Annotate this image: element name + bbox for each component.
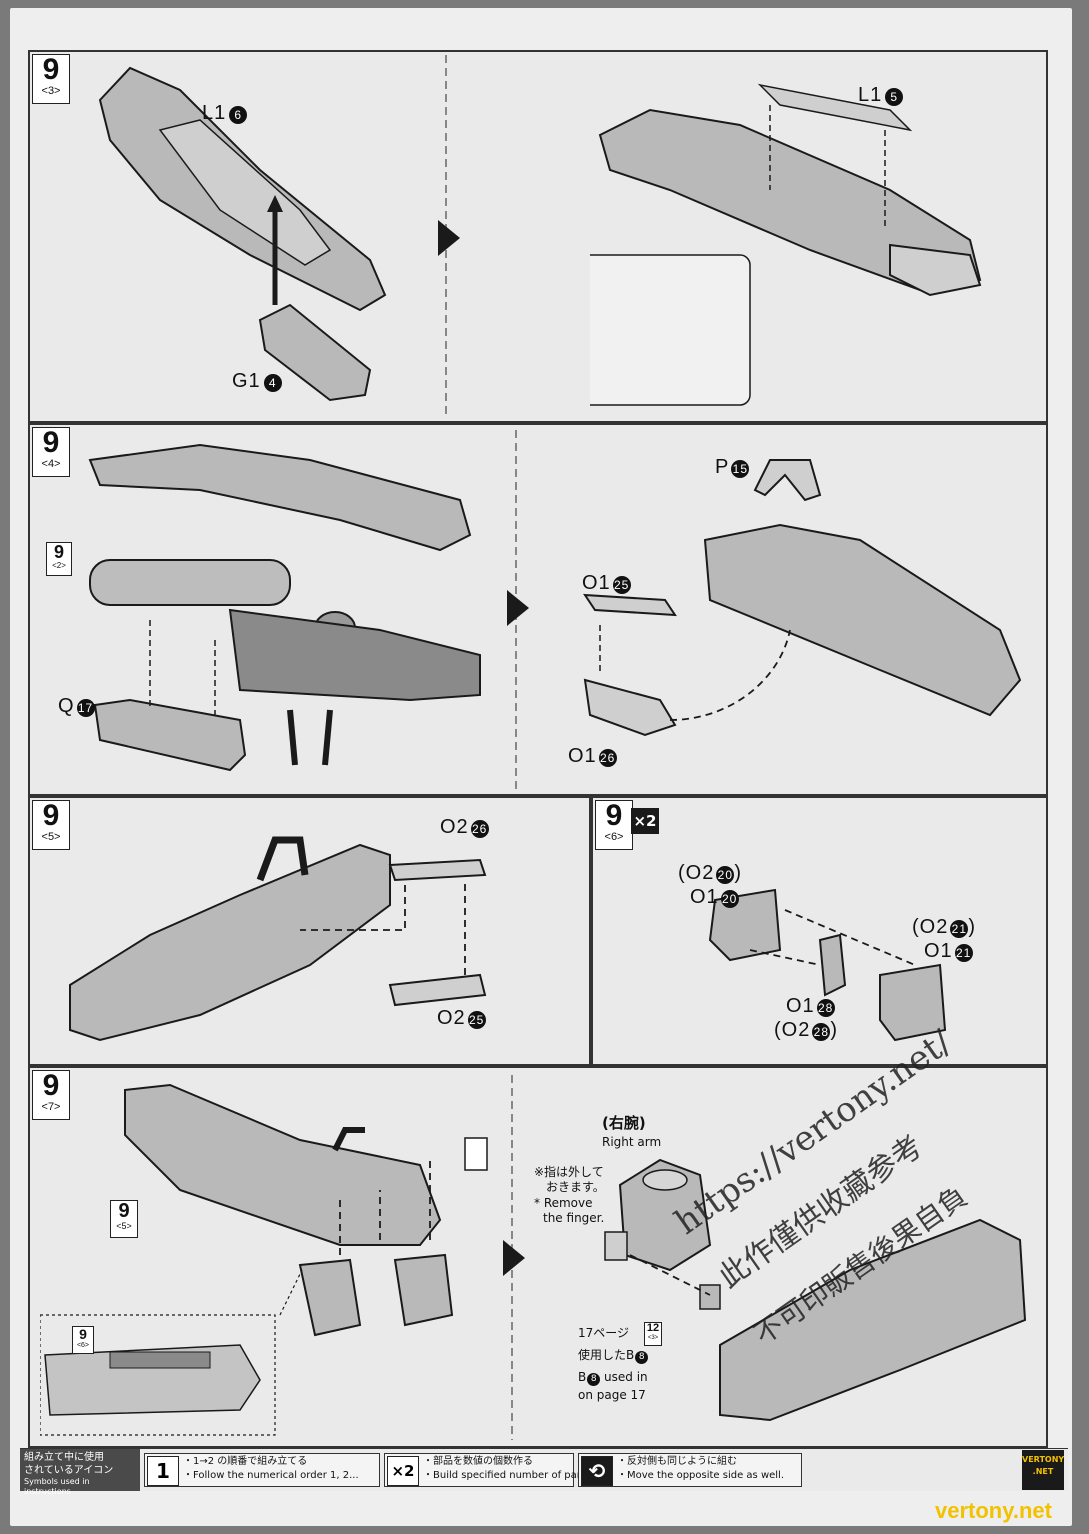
step-sub-number: <3> <box>41 85 61 97</box>
ref-badge-9-5: 9 <5> <box>110 1200 138 1238</box>
step-sub-number: <7> <box>41 1101 61 1113</box>
arm-and-cannon-drawing <box>604 1158 1027 1422</box>
step-number: 9 <box>42 53 60 86</box>
legend-item-opposite: ⟲ ・反対側も同じように組む ・Move the opposite side a… <box>578 1453 802 1487</box>
circled-num: 25 <box>467 1011 486 1029</box>
legend-item-multiply: ×2 ・部品を数値の個数作る ・Build specified number o… <box>384 1453 593 1487</box>
multiplier-badge: ×2 <box>631 808 659 834</box>
ref12-sub: <3> <box>647 1335 659 1341</box>
step-sub-number: <5> <box>41 831 61 843</box>
inset-step-sub: <6> <box>76 1342 90 1349</box>
order-icon: 1 <box>147 1456 179 1486</box>
ref-step-sub: <2> <box>52 561 66 570</box>
step-badge-9-7: 9 <7> <box>32 1070 70 1120</box>
step-sub-number: <6> <box>604 831 624 843</box>
step-badge-9-5: 9 <5> <box>32 800 70 850</box>
barrel-assembly-drawing <box>590 83 982 406</box>
finger-note-en-2: the finger. <box>543 1211 605 1225</box>
used-b8-en-page: on page 17 <box>578 1388 646 1402</box>
legend-item-multiply-text: ・部品を数値の個数作る ・Build specified number of p… <box>423 1456 594 1481</box>
finger-note-jp-2: おきます。 <box>546 1180 605 1194</box>
mirror-side-icon: ⟲ <box>581 1456 613 1486</box>
legend-item-opposite-text: ・反対側も同じように組む ・Move the opposite side as … <box>617 1456 785 1481</box>
cannon-handle-drawing <box>583 459 1022 737</box>
inset-step-number: 9 <box>79 1326 87 1342</box>
barrel-part-drawing <box>98 66 387 402</box>
step-number: 9 <box>605 799 623 832</box>
ref-badge-12-3: 12 <3> <box>644 1322 662 1346</box>
circled-num: 4 <box>263 374 282 392</box>
circled-num: 28 <box>816 999 835 1017</box>
site-watermark: vertony.net <box>935 1498 1052 1523</box>
step-number: 9 <box>42 426 60 459</box>
circled-num: 17 <box>76 699 95 717</box>
circled-num: 25 <box>612 576 631 594</box>
legend-title-jp-2: されているアイコン <box>24 1465 114 1476</box>
ref-badge-9-2: 9 <2> <box>46 542 72 576</box>
ref-step-sub: <5> <box>116 1221 132 1231</box>
circled-num: 6 <box>229 106 248 124</box>
circled-num: 15 <box>731 460 750 478</box>
page-ref-jp: 17ページ <box>578 1326 630 1340</box>
legend-title-jp-1: 組み立て中に使用 <box>24 1452 104 1463</box>
step-badge-9-4: 9 <4> <box>32 427 70 477</box>
circled-num: 8 <box>587 1373 601 1386</box>
step-badge-9-3: 9 <3> <box>32 54 70 104</box>
inset-badge-9-6: 9 <6> <box>72 1326 94 1354</box>
legend-item-order-text: ・1→2 の順番で組み立てる ・Follow the numerical ord… <box>183 1456 359 1481</box>
circled-num: 20 <box>716 866 735 884</box>
circled-num: 21 <box>950 920 969 938</box>
legend-title-en: Symbols used in instructions <box>24 1477 90 1497</box>
step-sub-number: <4> <box>41 458 61 470</box>
multiply-icon: ×2 <box>387 1456 419 1486</box>
vertony-logo: VERTONY.NET <box>1022 1450 1064 1490</box>
finger-note-jp-1: ※指は外して <box>534 1165 604 1179</box>
cannon-assembly-drawing <box>88 443 481 772</box>
next-step-arrow <box>507 590 529 626</box>
next-step-arrow <box>438 220 460 256</box>
step-number: 9 <box>42 799 60 832</box>
circled-num: 26 <box>598 749 617 767</box>
circled-num: 21 <box>954 944 973 962</box>
step-number: 9 <box>42 1069 60 1102</box>
symbol-legend: 組み立て中に使用 されているアイコン Symbols used in instr… <box>20 1448 1068 1496</box>
cannon-full-drawing <box>40 1083 488 1436</box>
ref-step-number: 9 <box>53 542 64 562</box>
circled-num: 28 <box>812 1023 831 1041</box>
circled-num: 5 <box>885 88 904 106</box>
legend-title: 組み立て中に使用 されているアイコン Symbols used in instr… <box>20 1449 140 1496</box>
circled-num: 8 <box>635 1351 649 1364</box>
step-9-6-panel <box>591 796 1048 1066</box>
next-step-arrow <box>503 1240 525 1276</box>
right-arm-label-jp: (右腕) <box>602 1114 646 1132</box>
cannon-grip-drawing <box>69 836 487 1042</box>
ref-step-number: 9 <box>118 1200 130 1222</box>
right-arm-label-en: Right arm <box>602 1135 662 1149</box>
ref12-step: 12 <box>646 1322 660 1334</box>
circled-num: 20 <box>720 890 739 908</box>
legend-item-order: 1 ・1→2 の順番で組み立てる ・Follow the numerical o… <box>144 1453 380 1487</box>
finger-note-en-1: * Remove <box>534 1196 593 1210</box>
circled-num: 26 <box>470 820 489 838</box>
